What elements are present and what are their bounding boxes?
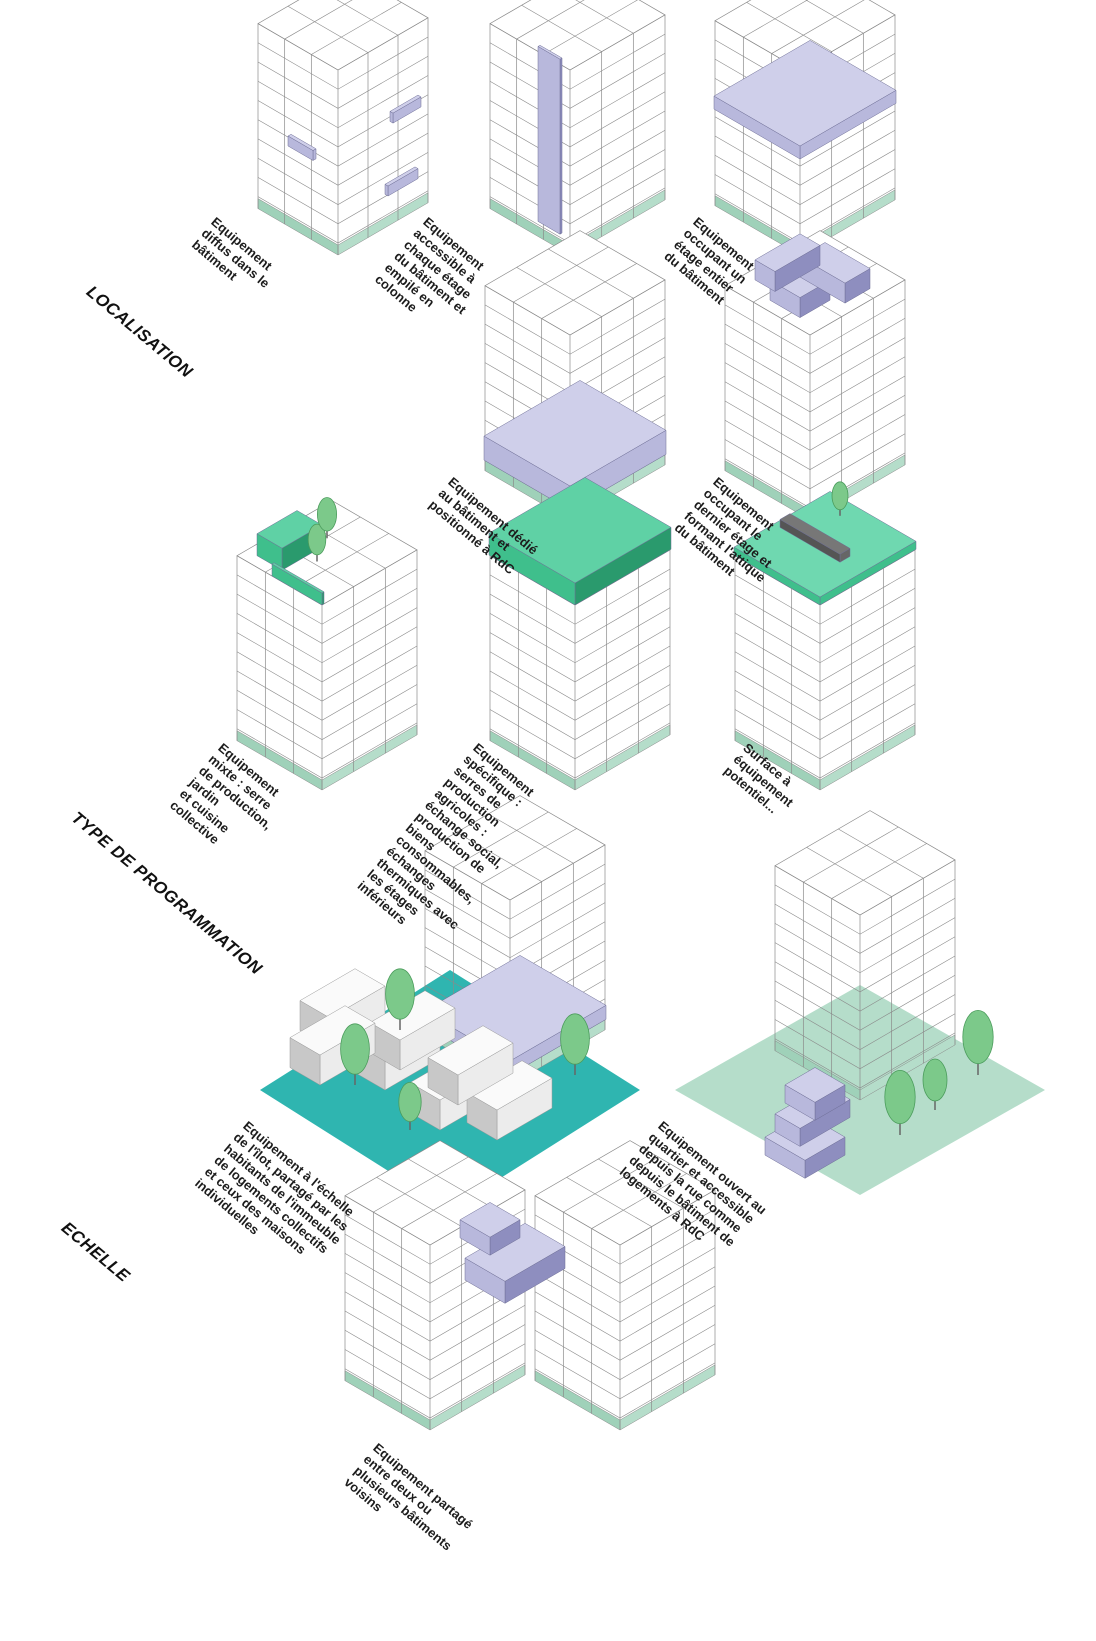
tree xyxy=(316,497,337,539)
greenhouse-roof xyxy=(488,477,672,606)
scene-ilot xyxy=(260,795,640,1210)
shared-equipment xyxy=(464,1223,566,1304)
building-colonne xyxy=(489,0,666,256)
facade-lines xyxy=(344,1156,526,1430)
roof-structure xyxy=(779,513,851,563)
facade-lines xyxy=(534,1156,716,1430)
equipment-block xyxy=(384,166,419,197)
tree xyxy=(560,1013,590,1075)
roof-slab xyxy=(484,230,666,336)
greenhouse xyxy=(271,562,325,606)
tree xyxy=(398,1082,422,1130)
house xyxy=(369,990,456,1071)
facade-lines xyxy=(774,826,956,1100)
facade-lines xyxy=(724,246,906,520)
tree xyxy=(385,968,415,1030)
shared-equipment xyxy=(459,1202,521,1256)
scene-partage xyxy=(344,1140,716,1431)
scene-quartier xyxy=(675,810,1045,1195)
building-diffus xyxy=(257,0,429,256)
building-specifique xyxy=(488,477,672,791)
roof-slab xyxy=(774,810,956,916)
equipment-column xyxy=(537,45,563,235)
building-surface xyxy=(733,481,917,791)
tree xyxy=(831,481,849,516)
house xyxy=(427,1025,514,1106)
building-mixte xyxy=(236,497,418,791)
equipment-block xyxy=(287,134,317,161)
equipment-attic xyxy=(754,233,821,292)
building-rdc xyxy=(483,230,667,521)
building-ground xyxy=(344,1364,526,1431)
roof-slab xyxy=(257,0,429,71)
tree xyxy=(884,1070,916,1135)
tree xyxy=(340,1023,370,1085)
tree xyxy=(922,1058,948,1110)
tree xyxy=(962,1010,994,1075)
tree xyxy=(307,523,327,562)
building-etage xyxy=(713,0,897,256)
equipment-floor xyxy=(713,40,897,160)
building-attique xyxy=(724,230,906,521)
equipment-block xyxy=(389,94,422,124)
equipment-annex xyxy=(784,1067,846,1121)
house xyxy=(466,1060,553,1141)
building-ground xyxy=(534,1364,716,1431)
